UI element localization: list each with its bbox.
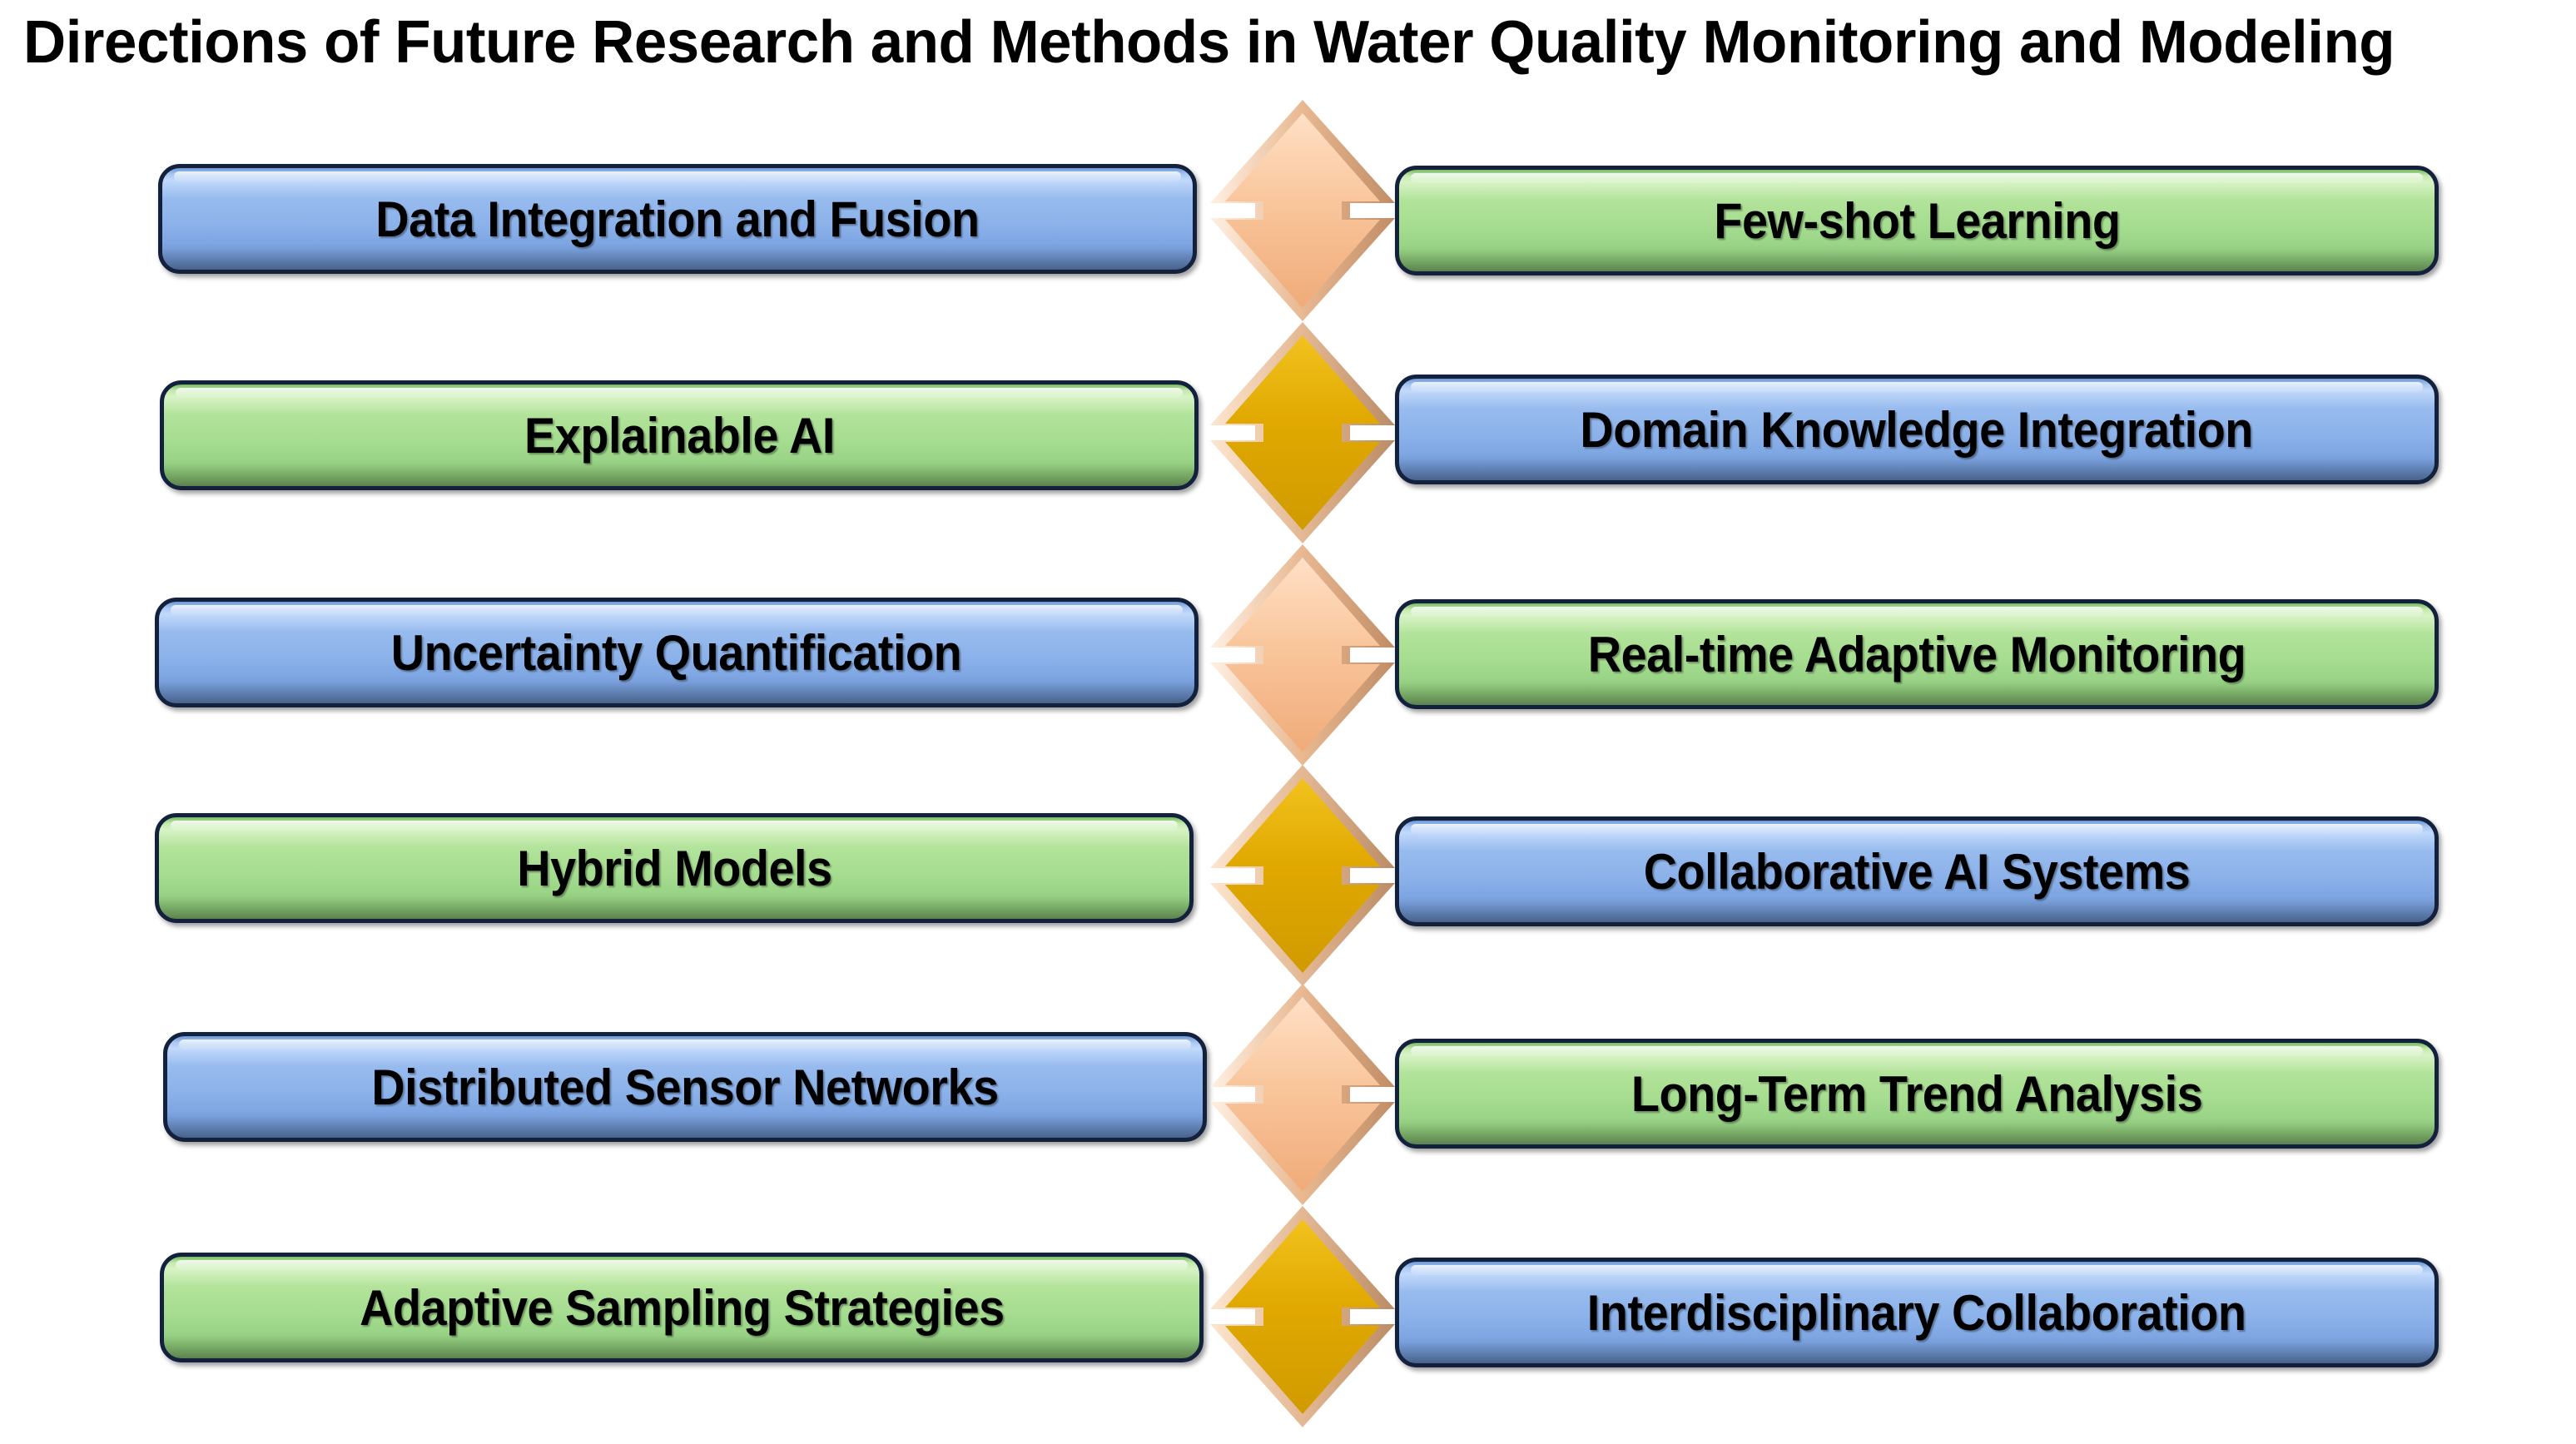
- concept-node-label: Long-Term Trend Analysis: [1630, 1065, 2203, 1122]
- concept-node-label: Distributed Sensor Networks: [371, 1059, 999, 1115]
- up-down-arrow-icon: [1209, 1204, 1397, 1429]
- concept-node-left[interactable]: Uncertainty Quantification: [155, 598, 1199, 707]
- concept-node-label: Domain Knowledge Integration: [1580, 401, 2254, 458]
- up-down-arrow-icon: [1209, 98, 1397, 323]
- concept-node-right[interactable]: Few-shot Learning: [1395, 166, 2439, 275]
- concept-node-label: Adaptive Sampling Strategies: [359, 1279, 1005, 1336]
- diagram-row: Distributed Sensor Networks Long-Term Tr…: [0, 984, 2576, 1213]
- diagram-row: Hybrid Models Collaborative AI Systems: [0, 765, 2576, 992]
- diagram-row: Explainable AI Domain Knowledge Integrat…: [0, 322, 2576, 551]
- concept-node-label: Few-shot Learning: [1713, 192, 2121, 249]
- concept-node-label: Hybrid Models: [516, 840, 832, 896]
- concept-node-label: Collaborative AI Systems: [1643, 843, 2191, 900]
- diagram-row: Uncertainty Quantification Real-time Ada…: [0, 544, 2576, 772]
- concept-node-left[interactable]: Explainable AI: [160, 380, 1199, 490]
- up-down-arrow-icon: [1209, 763, 1397, 988]
- diagram-row: Adaptive Sampling Strategies Interdiscip…: [0, 1206, 2576, 1433]
- concept-node-left[interactable]: Hybrid Models: [155, 813, 1194, 923]
- concept-node-right[interactable]: Domain Knowledge Integration: [1395, 375, 2439, 484]
- concept-node-right[interactable]: Interdisciplinary Collaboration: [1395, 1258, 2439, 1367]
- diagram-row: Data Integration and Fusion Few-shot Lea…: [0, 100, 2576, 330]
- concept-node-label: Explainable AI: [524, 407, 835, 464]
- up-down-arrow-icon: [1209, 320, 1397, 545]
- concept-node-label: Interdisciplinary Collaboration: [1587, 1284, 2246, 1341]
- up-down-arrow-icon: [1209, 982, 1397, 1207]
- page-title: Directions of Future Research and Method…: [23, 9, 2395, 76]
- concept-node-left[interactable]: Adaptive Sampling Strategies: [160, 1253, 1204, 1362]
- concept-node-right[interactable]: Long-Term Trend Analysis: [1395, 1039, 2439, 1149]
- concept-node-right[interactable]: Collaborative AI Systems: [1395, 816, 2439, 926]
- concept-node-label: Data Integration and Fusion: [375, 191, 980, 247]
- concept-node-left[interactable]: Distributed Sensor Networks: [163, 1032, 1207, 1142]
- concept-node-label: Real-time Adaptive Monitoring: [1587, 626, 2246, 682]
- concept-node-label: Uncertainty Quantification: [391, 624, 962, 681]
- concept-node-left[interactable]: Data Integration and Fusion: [158, 164, 1197, 274]
- diagram-board: Data Integration and Fusion Few-shot Lea…: [0, 100, 2576, 1444]
- concept-node-right[interactable]: Real-time Adaptive Monitoring: [1395, 599, 2439, 709]
- up-down-arrow-icon: [1209, 543, 1397, 767]
